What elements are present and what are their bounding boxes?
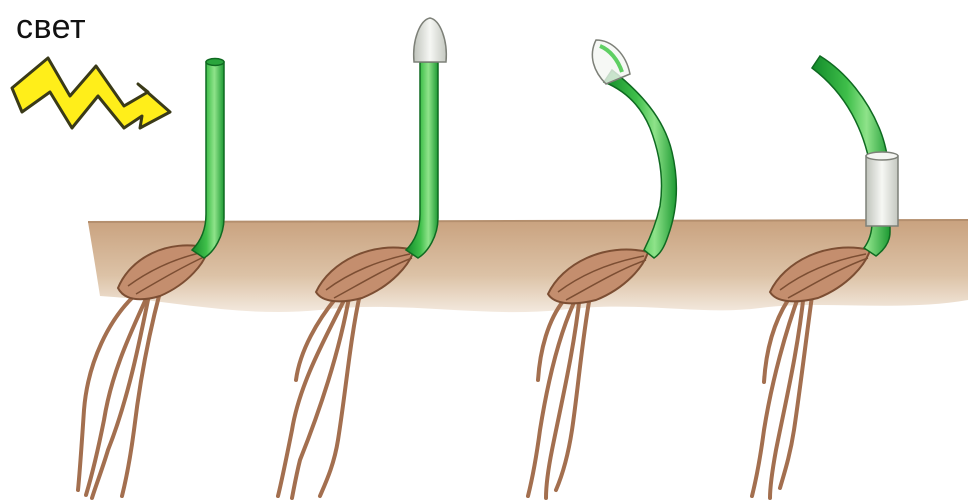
seedling-4-opaque-sleeve	[866, 152, 898, 226]
seedling-2-roots	[278, 292, 360, 498]
seedling-3-transparent-cap	[592, 40, 630, 84]
lightning-bolt-icon	[12, 58, 170, 128]
seedling-3-roots	[528, 294, 590, 498]
seedling-2-opaque-cap	[414, 18, 447, 62]
seedling-4-roots	[752, 292, 812, 498]
light-label: свет	[16, 8, 86, 47]
seedling-1-roots	[78, 290, 160, 498]
